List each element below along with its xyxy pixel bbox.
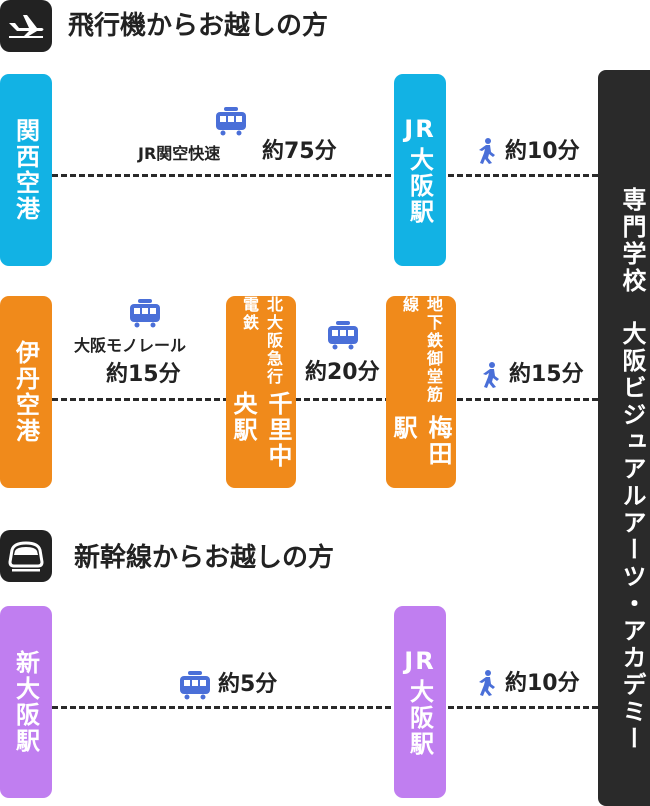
station-kansai-airport: 関西空港 (0, 74, 52, 266)
section-title-shinkansen: 新幹線からお越しの方 (74, 543, 335, 573)
station-jr-osaka-1: JR 大阪駅 (394, 74, 446, 266)
train-icon (216, 107, 246, 136)
station-name: 大阪駅 (405, 679, 434, 757)
subway-icon (328, 321, 358, 350)
destination-school: 専門学校 大阪ビジュアルアーツ・アカデミー (598, 70, 650, 806)
station-senri-chuo: 北大阪急行電鉄 千里中央駅 (226, 296, 296, 488)
station-umeda: 地下鉄御堂筋線 梅田駅 (386, 296, 456, 488)
monorail-icon (130, 299, 160, 328)
shinkansen-icon (8, 541, 44, 572)
station-name-umeda: 梅田駅 (389, 414, 452, 467)
train-icon (180, 671, 210, 700)
monorail-name: 大阪モノレール (74, 336, 187, 355)
jr-label: JR (404, 115, 436, 143)
walking-icon (483, 362, 499, 388)
route-line-shinosaka (52, 706, 598, 709)
station-jr-osaka-2: JR 大阪駅 (394, 606, 446, 798)
walking-icon (479, 670, 495, 696)
train-time-kansai: 約75分 (262, 139, 337, 164)
station-name: 大阪駅 (405, 147, 434, 225)
route-line-itami (52, 398, 598, 401)
train-name-kansai: JR関空快速 (138, 144, 221, 163)
airplane-section-icon (0, 0, 52, 52)
station-name-senri-chuo: 千里中央駅 (229, 390, 292, 469)
station-itami-airport: 伊丹空港 (0, 296, 52, 488)
walk-time-kansai: 約10分 (505, 139, 580, 164)
jr-label: JR (404, 647, 436, 675)
walking-icon (479, 138, 495, 164)
train-time-shinosaka: 約5分 (218, 672, 278, 697)
walk-time-itami: 約15分 (509, 362, 584, 387)
walk-time-shinosaka: 約10分 (505, 671, 580, 696)
airplane-icon (9, 15, 44, 38)
destination-line2: 大阪ビジュアルアーツ・アカデミー (618, 321, 646, 753)
station-shin-osaka: 新大阪駅 (0, 606, 52, 798)
station-line-midosuji: 地下鉄御堂筋線 (400, 296, 443, 404)
destination-line1: 専門学校 (618, 187, 646, 295)
section-title-airplane: 飛行機からお越しの方 (68, 11, 329, 41)
route-line-kansai (52, 174, 598, 177)
metro-time: 約20分 (305, 360, 380, 385)
monorail-time: 約15分 (106, 362, 181, 387)
station-line-kita-osaka: 北大阪急行電鉄 (240, 296, 283, 386)
shinkansen-section-icon (0, 530, 52, 582)
